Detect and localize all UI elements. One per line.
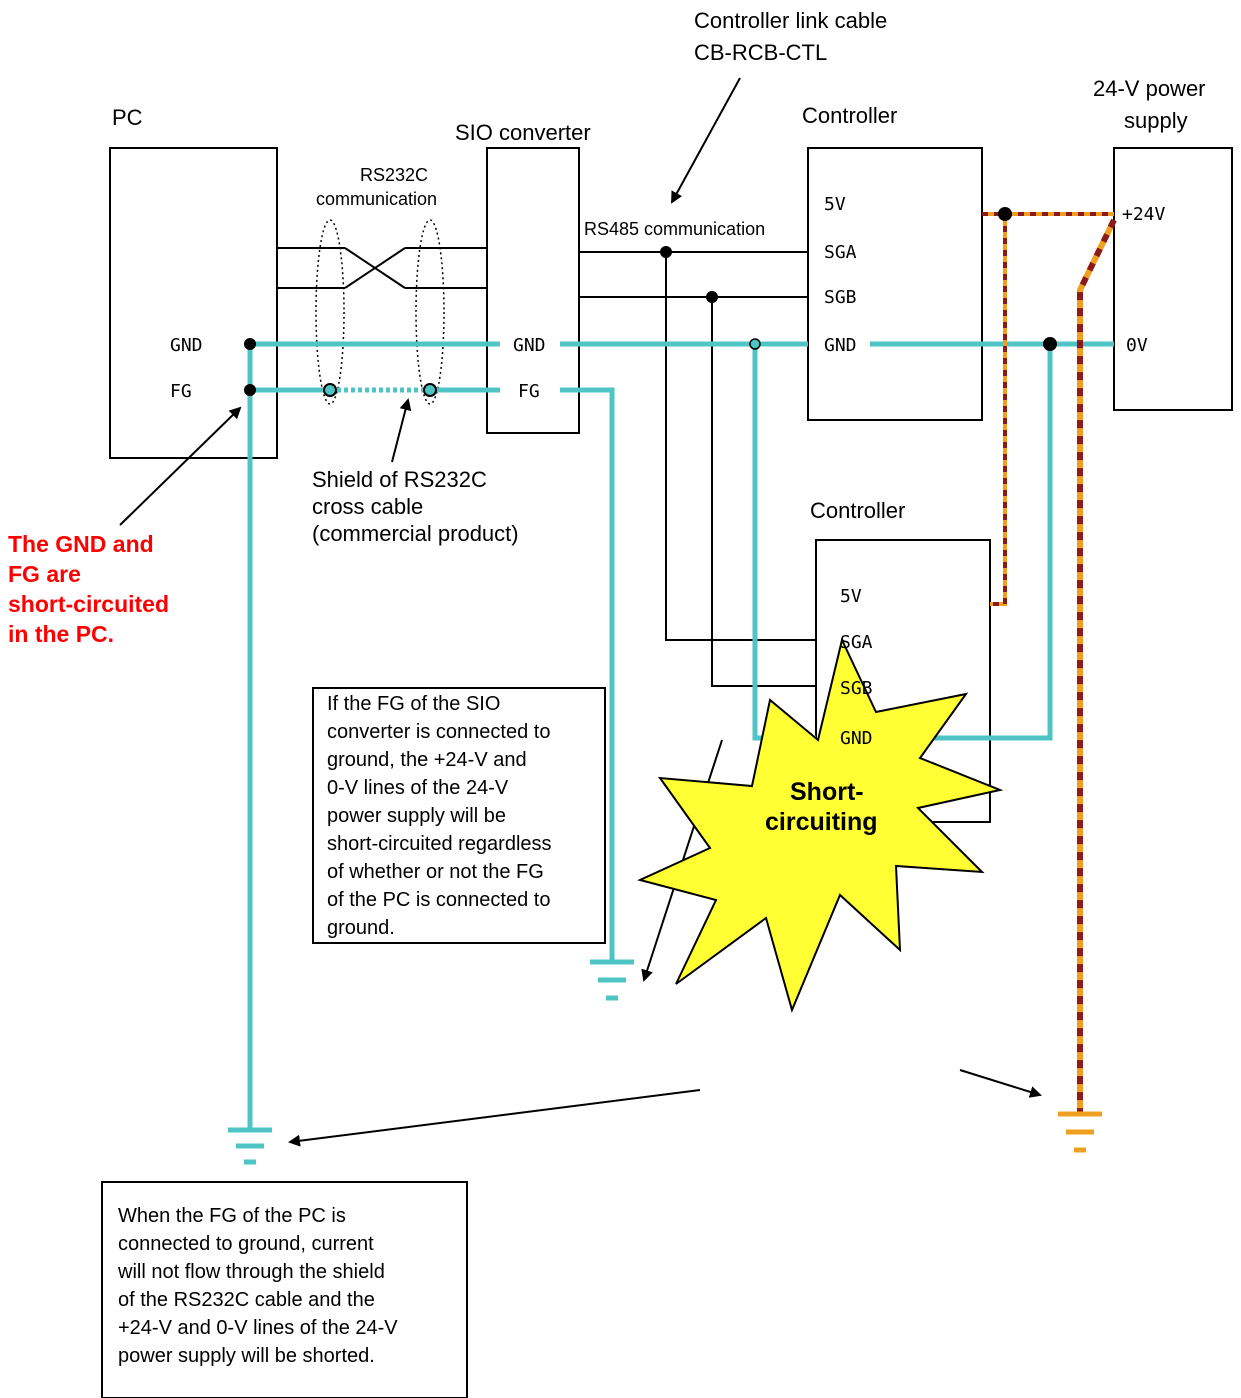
rs485-junction-sga <box>660 246 672 258</box>
note-sio-line: of whether or not the FG <box>327 861 544 883</box>
sio-converter-box <box>486 147 580 434</box>
c2-5v-pin: 5V <box>840 586 862 607</box>
sio-fg-pin: FG <box>518 381 540 402</box>
note-pc-line: of the RS232C cable and the <box>118 1289 375 1311</box>
psu-0v-pin: 0V <box>1126 335 1148 356</box>
power-supply-box <box>1113 147 1233 411</box>
earth-symbol-pc <box>228 1127 272 1165</box>
short-circuit-burst <box>637 637 1004 1014</box>
note-sio-line: of the PC is connected to <box>327 889 550 911</box>
note-pc-line: will not flow through the shield <box>117 1261 385 1283</box>
rs232c-cable <box>277 219 487 405</box>
power-supply-label-line2: supply <box>1124 108 1188 133</box>
burst-text-line1: Short- <box>790 778 864 806</box>
link-cable-arrow <box>671 77 741 204</box>
link-cable-label-line2: CB-RCB-CTL <box>694 40 827 65</box>
c2-gnd-pin: GND <box>840 728 873 749</box>
controller-top-label: Controller <box>802 103 897 128</box>
controller-bottom-label: Controller <box>810 498 905 523</box>
psu-24v-pin: +24V <box>1122 204 1166 225</box>
controller-top-box <box>807 147 983 421</box>
burst-arrow-pc-earth <box>288 1089 701 1147</box>
pc-fg-pin: FG <box>170 381 192 402</box>
warning-arrow <box>119 406 242 526</box>
rs485-junction-sgb <box>706 291 718 303</box>
rs485-label: RS485 communication <box>584 219 765 239</box>
c1-5v-pin: 5V <box>824 194 846 215</box>
warning-line2: FG are <box>8 561 81 587</box>
c2-sga-pin: SGA <box>840 632 873 653</box>
note-sio-line: ground. <box>327 917 395 939</box>
shield-ellipse-right <box>415 219 445 405</box>
note-sio-line: If the FG of the SIO <box>327 693 500 715</box>
sio-converter-label: SIO converter <box>455 120 591 145</box>
c1-sgb-pin: SGB <box>824 287 857 308</box>
warning-line4: in the PC. <box>8 621 114 647</box>
power-wiring <box>982 207 1117 1112</box>
plus-24v-junction <box>998 207 1012 221</box>
shield-ellipse-left <box>315 219 345 405</box>
c2-sgb-pin: SGB <box>840 678 873 699</box>
shield-right-junction <box>423 383 437 397</box>
note-pc-box <box>101 1181 468 1398</box>
note-pc-line: power supply will be shorted. <box>118 1345 375 1367</box>
note-pc-line: When the FG of the PC is <box>118 1205 346 1227</box>
earth-symbol-sio <box>590 959 634 1001</box>
pc-gnd-pin: GND <box>170 335 203 356</box>
pc-label: PC <box>112 105 143 130</box>
note-sio-line: 0-V lines of the 24-V <box>327 777 509 799</box>
pc-gnd-junction <box>244 338 256 350</box>
rs232c-label-line1: RS232C <box>360 165 428 185</box>
note-sio-box <box>312 687 606 944</box>
shield-label-line3: (commercial product) <box>312 521 519 546</box>
warning-line3: short-circuited <box>8 591 169 617</box>
lower-gnd-junction <box>749 338 761 350</box>
note-pc-text: When the FG of the PC is connected to gr… <box>117 1205 398 1367</box>
note-sio-line: short-circuited regardless <box>327 833 552 855</box>
shield-left-junction <box>323 383 337 397</box>
pc-fg-junction <box>244 384 256 396</box>
link-cable-label-line1: Controller link cable <box>694 8 887 33</box>
burst-arrow-power-earth <box>959 1069 1042 1098</box>
note-sio-line: power supply will be <box>327 805 506 827</box>
c1-sga-pin: SGA <box>824 242 857 263</box>
warning-line1: The GND and <box>8 531 154 557</box>
note-sio-text: If the FG of the SIO converter is connec… <box>327 693 552 939</box>
power-supply-label-line1: 24-V power <box>1093 76 1206 101</box>
rs485-lines <box>579 246 816 687</box>
note-pc-line: connected to ground, current <box>118 1233 374 1255</box>
note-sio-line: ground, the +24-V and <box>327 749 527 771</box>
shield-label-line2: cross cable <box>312 494 423 519</box>
rs232c-label-line2: communication <box>316 189 437 209</box>
burst-text-line2: circuiting <box>765 808 878 836</box>
zero-v-junction <box>1043 337 1057 351</box>
note-pc-line: +24-V and 0-V lines of the 24-V <box>118 1317 398 1339</box>
shield-label-line1: Shield of RS232C <box>312 467 487 492</box>
note-sio-line: converter is connected to <box>327 721 550 743</box>
c1-gnd-pin: GND <box>824 335 857 356</box>
earth-symbol-power <box>1058 1111 1102 1153</box>
sio-gnd-pin: GND <box>513 335 546 356</box>
shield-arrow <box>391 398 412 463</box>
